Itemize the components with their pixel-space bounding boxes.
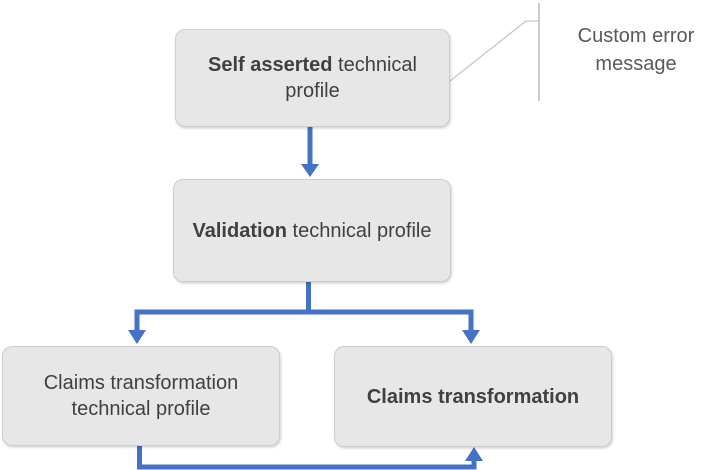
arrow-validation-branch-rail <box>134 309 474 331</box>
node-self-asserted-label: Self asserted technical profile <box>193 52 433 104</box>
node-claims-transformation: Claims transformation <box>334 346 612 447</box>
node-validation-label: Validation technical profile <box>193 218 432 244</box>
node-validation-technical-profile: Validation technical profile <box>173 179 451 282</box>
node-claims-tp-label-regular: Claims transformation technical profile <box>43 372 239 420</box>
node-claims-tp-label: Claims transformation technical profile <box>21 370 261 422</box>
node-claims-transformation-technical-profile: Claims transformation technical profile <box>2 346 280 446</box>
custom-error-message-callout: Custom error message <box>577 25 695 75</box>
arrow-self-asserted-to-validation-head <box>301 164 319 177</box>
node-validation-label-regular: technical profile <box>286 219 432 242</box>
node-self-asserted-label-bold: Self asserted <box>207 54 333 76</box>
node-claims-transformation-label: Claims transformation <box>367 384 579 410</box>
node-validation-label-bold: Validation <box>192 219 287 242</box>
arrow-to-claims-tp-head <box>128 330 146 344</box>
arrow-to-claims-transformation-head <box>462 330 480 344</box>
arrow-claims-tp-to-claims-transformation-head <box>465 447 483 461</box>
arrow-claims-tp-to-claims-transformation-shaft <box>137 445 477 470</box>
callout-leader-line <box>449 20 539 82</box>
node-claims-transformation-label-bold: Claims transformation <box>366 385 580 408</box>
node-self-asserted-technical-profile: Self asserted technical profile <box>175 29 450 127</box>
node-self-asserted-label-regular: technical profile <box>285 54 417 102</box>
